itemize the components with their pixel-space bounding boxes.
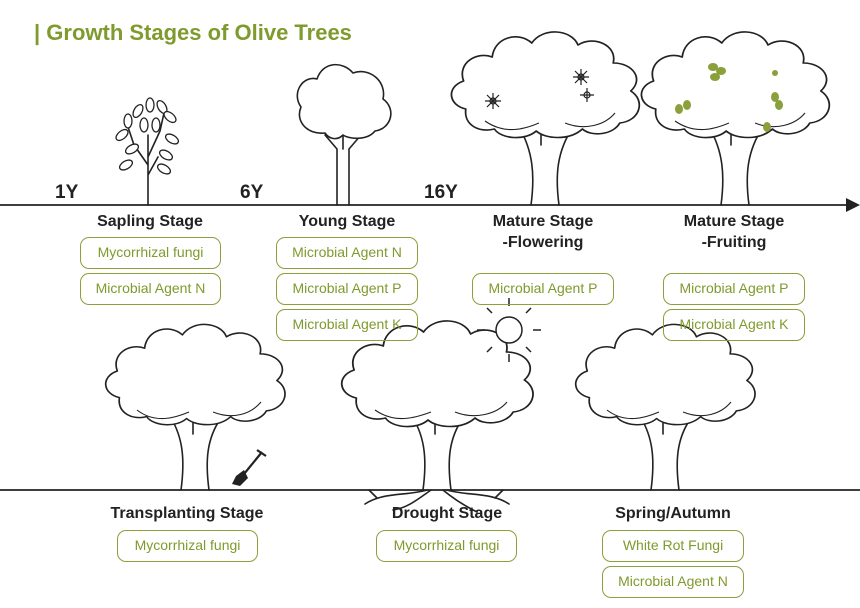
tag-drought-1: Mycorrhizal fungi	[376, 530, 517, 562]
young-tree-icon	[296, 63, 392, 206]
tag-flowering-1: Microbial Agent P	[472, 273, 614, 305]
spring-tree-icon	[574, 323, 756, 491]
year-label-6y: 6Y	[240, 182, 264, 203]
tag-sapling-1: Mycorrhizal fungi	[80, 237, 221, 269]
stage-drought: Drought Stage	[391, 505, 503, 522]
stage-transplanting: Transplanting Stage	[110, 505, 264, 522]
stage-young: Young Stage	[298, 213, 396, 230]
sapling-icon	[115, 97, 180, 206]
sun-icon	[477, 298, 541, 362]
tag-young-1: Microbial Agent N	[276, 237, 418, 269]
diagram-title: | Growth Stages of Olive Trees	[34, 20, 352, 45]
tag-transplanting-1: Mycorrhizal fungi	[117, 530, 258, 562]
year-label-1y: 1Y	[55, 182, 79, 203]
tag-fruiting-1: Microbial Agent P	[663, 273, 805, 305]
fruiting-tree-icon	[640, 31, 831, 206]
stage-sapling: Sapling Stage	[97, 213, 203, 230]
tag-young-3: Microbial Agent K	[276, 309, 418, 341]
stage-mature-flowering: Mature Stage -Flowering	[492, 213, 594, 251]
transplant-tree-icon	[104, 323, 286, 491]
shovel-icon	[232, 449, 267, 486]
flowering-tree-icon	[450, 31, 641, 206]
stage-mature-fruiting: Mature Stage -Fruiting	[683, 213, 785, 251]
tag-spring-2: Microbial Agent N	[602, 566, 744, 598]
tag-sapling-2: Microbial Agent N	[80, 273, 221, 305]
tag-fruiting-2: Microbial Agent K	[663, 309, 805, 341]
stage-spring-autumn: Spring/Autumn	[615, 505, 731, 522]
tag-spring-1: White Rot Fungi	[602, 530, 744, 562]
tag-young-2: Microbial Agent P	[276, 273, 418, 305]
drought-tree-icon	[340, 320, 534, 513]
timeline-arrow-icon	[0, 198, 860, 212]
year-label-16y: 16Y	[424, 182, 458, 203]
